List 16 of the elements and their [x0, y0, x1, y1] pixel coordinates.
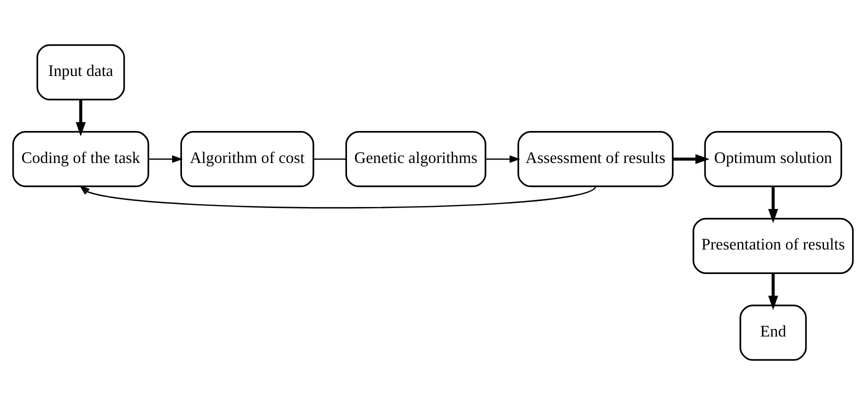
node-box: Presentation of results — [692, 217, 854, 274]
node-box: Optimum solution — [704, 130, 842, 187]
arrow — [768, 186, 778, 223]
connector — [313, 158, 346, 160]
arrow — [148, 154, 183, 162]
arrow — [76, 99, 86, 136]
arrow — [79, 184, 596, 208]
node-box: Input data — [36, 44, 125, 100]
arrow — [672, 154, 710, 164]
arrow — [486, 154, 520, 162]
node-box: Coding of the task — [12, 130, 150, 187]
node-box: Genetic algorithms — [345, 130, 486, 187]
node-box: Assessment of results — [517, 130, 674, 187]
arrow — [768, 272, 778, 310]
node-box: End — [740, 304, 807, 360]
node-box: Algorithm of cost — [180, 130, 314, 187]
